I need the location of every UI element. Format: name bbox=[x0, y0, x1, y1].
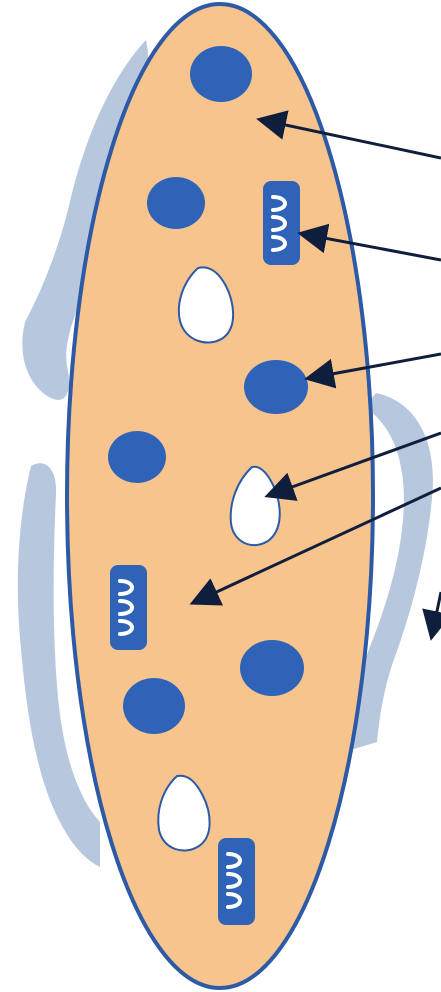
rod-inclusion-3 bbox=[218, 838, 255, 925]
blue-granule-1 bbox=[190, 46, 252, 102]
blue-granule-3 bbox=[244, 360, 308, 414]
rod-inclusion-1 bbox=[263, 181, 300, 265]
rod-inclusion-2 bbox=[110, 565, 147, 650]
blue-granule-2 bbox=[147, 177, 205, 229]
blue-granule-5 bbox=[240, 640, 304, 696]
cell-body bbox=[67, 4, 373, 988]
blue-granule-6 bbox=[123, 678, 185, 734]
blue-granule-4 bbox=[108, 431, 166, 483]
